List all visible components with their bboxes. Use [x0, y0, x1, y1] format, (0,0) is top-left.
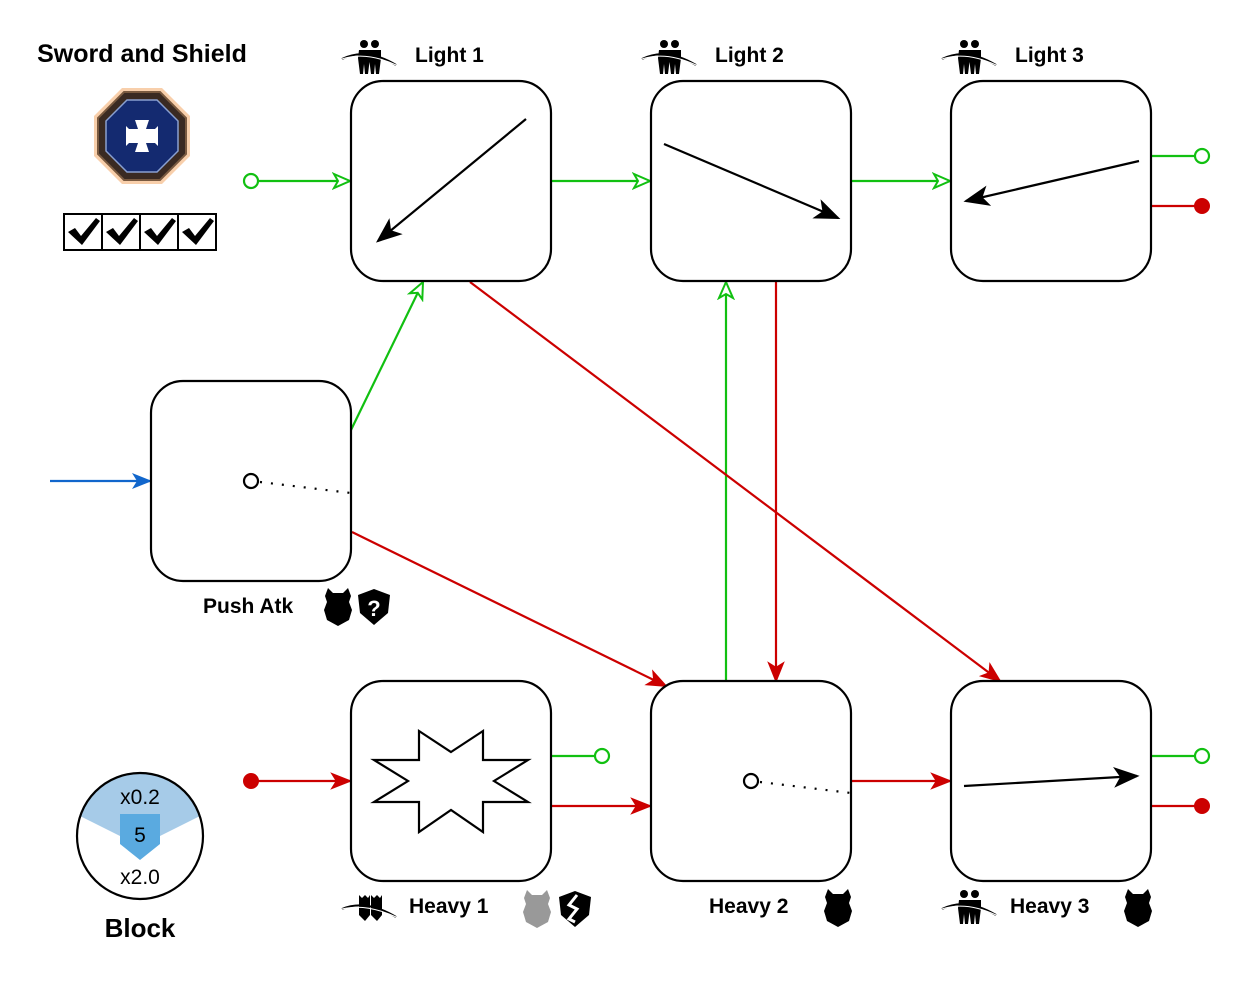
block-bottom-multiplier: x2.0: [120, 866, 160, 889]
direction-arrow-left: [963, 159, 1140, 206]
shield-question-icon: [358, 589, 390, 625]
start-light-terminal[interactable]: [242, 172, 260, 190]
light3-heavy-terminal[interactable]: [1194, 198, 1210, 214]
node-light1[interactable]: Light 1: [341, 39, 553, 283]
node-heavy3[interactable]: Heavy 3: [941, 679, 1153, 927]
node-heavy1[interactable]: Heavy 1: [341, 679, 593, 929]
weapon-emblem-cross-icon: [94, 88, 190, 184]
burst-star-icon: [370, 728, 532, 835]
node-label: Light 1: [415, 44, 484, 67]
stab-point-icon: [242, 472, 260, 490]
weapon-title: Sword and Shield: [37, 40, 247, 68]
stab-dotted-line: [759, 780, 852, 795]
shield-broken-icon: [557, 889, 593, 929]
check-icon: [144, 218, 176, 245]
dodge-armored-icon: [341, 894, 397, 922]
block-label: Block: [105, 913, 176, 943]
block-shield-icon: [120, 814, 160, 860]
heavy3-heavy-terminal[interactable]: [1194, 798, 1210, 814]
weapon-header: Sword and Shield: [37, 40, 247, 251]
node-label: Heavy 2: [709, 895, 788, 918]
dodge-pair-icon: [341, 39, 397, 75]
light-edges: [242, 172, 950, 681]
stab-point-icon: [742, 772, 760, 790]
completion-checks: [63, 213, 217, 251]
armor-icon: [824, 889, 852, 927]
armor-gray-icon: [523, 890, 551, 928]
dodge-pair-icon: [941, 889, 997, 925]
block-gauge: x0.2 5 x2.0 Block: [75, 771, 205, 943]
edge-push-heavy2: [351, 531, 668, 687]
dodge-pair-icon: [641, 39, 697, 75]
direction-arrow-right: [963, 766, 1140, 788]
armor-icon: [324, 588, 352, 626]
heavy1-light-terminal[interactable]: [593, 747, 611, 765]
armor-icon: [1124, 889, 1152, 927]
node-label: Heavy 3: [1010, 895, 1089, 918]
node-heavy2[interactable]: Heavy 2: [649, 679, 853, 927]
check-icon: [106, 218, 138, 245]
dodge-pair-icon: [941, 39, 997, 75]
stab-dotted-line: [259, 480, 352, 495]
edge-light1-heavy3: [469, 281, 1002, 683]
node-label: Push Atk: [203, 595, 294, 618]
node-label: Heavy 1: [409, 895, 489, 918]
direction-arrow-down-left: [375, 118, 527, 243]
terminals: [552, 147, 1211, 814]
heavy3-light-terminal[interactable]: [1193, 747, 1211, 765]
check-icon: [68, 218, 100, 245]
node-light3[interactable]: Light 3: [941, 39, 1153, 283]
block-value: 5: [134, 824, 146, 847]
node-label: Light 2: [715, 44, 784, 67]
direction-arrow-down-right: [663, 142, 841, 220]
check-icon: [182, 218, 214, 245]
node-label: Light 3: [1015, 44, 1084, 67]
heavy-edges: [243, 281, 1002, 815]
node-push-atk[interactable]: Push Atk: [149, 379, 390, 626]
node-light2[interactable]: Light 2: [641, 39, 853, 283]
start-heavy-terminal[interactable]: [243, 773, 259, 789]
edge-push-light1: [350, 282, 423, 431]
block-top-multiplier: x0.2: [120, 786, 160, 809]
light3-light-terminal[interactable]: [1193, 147, 1211, 165]
